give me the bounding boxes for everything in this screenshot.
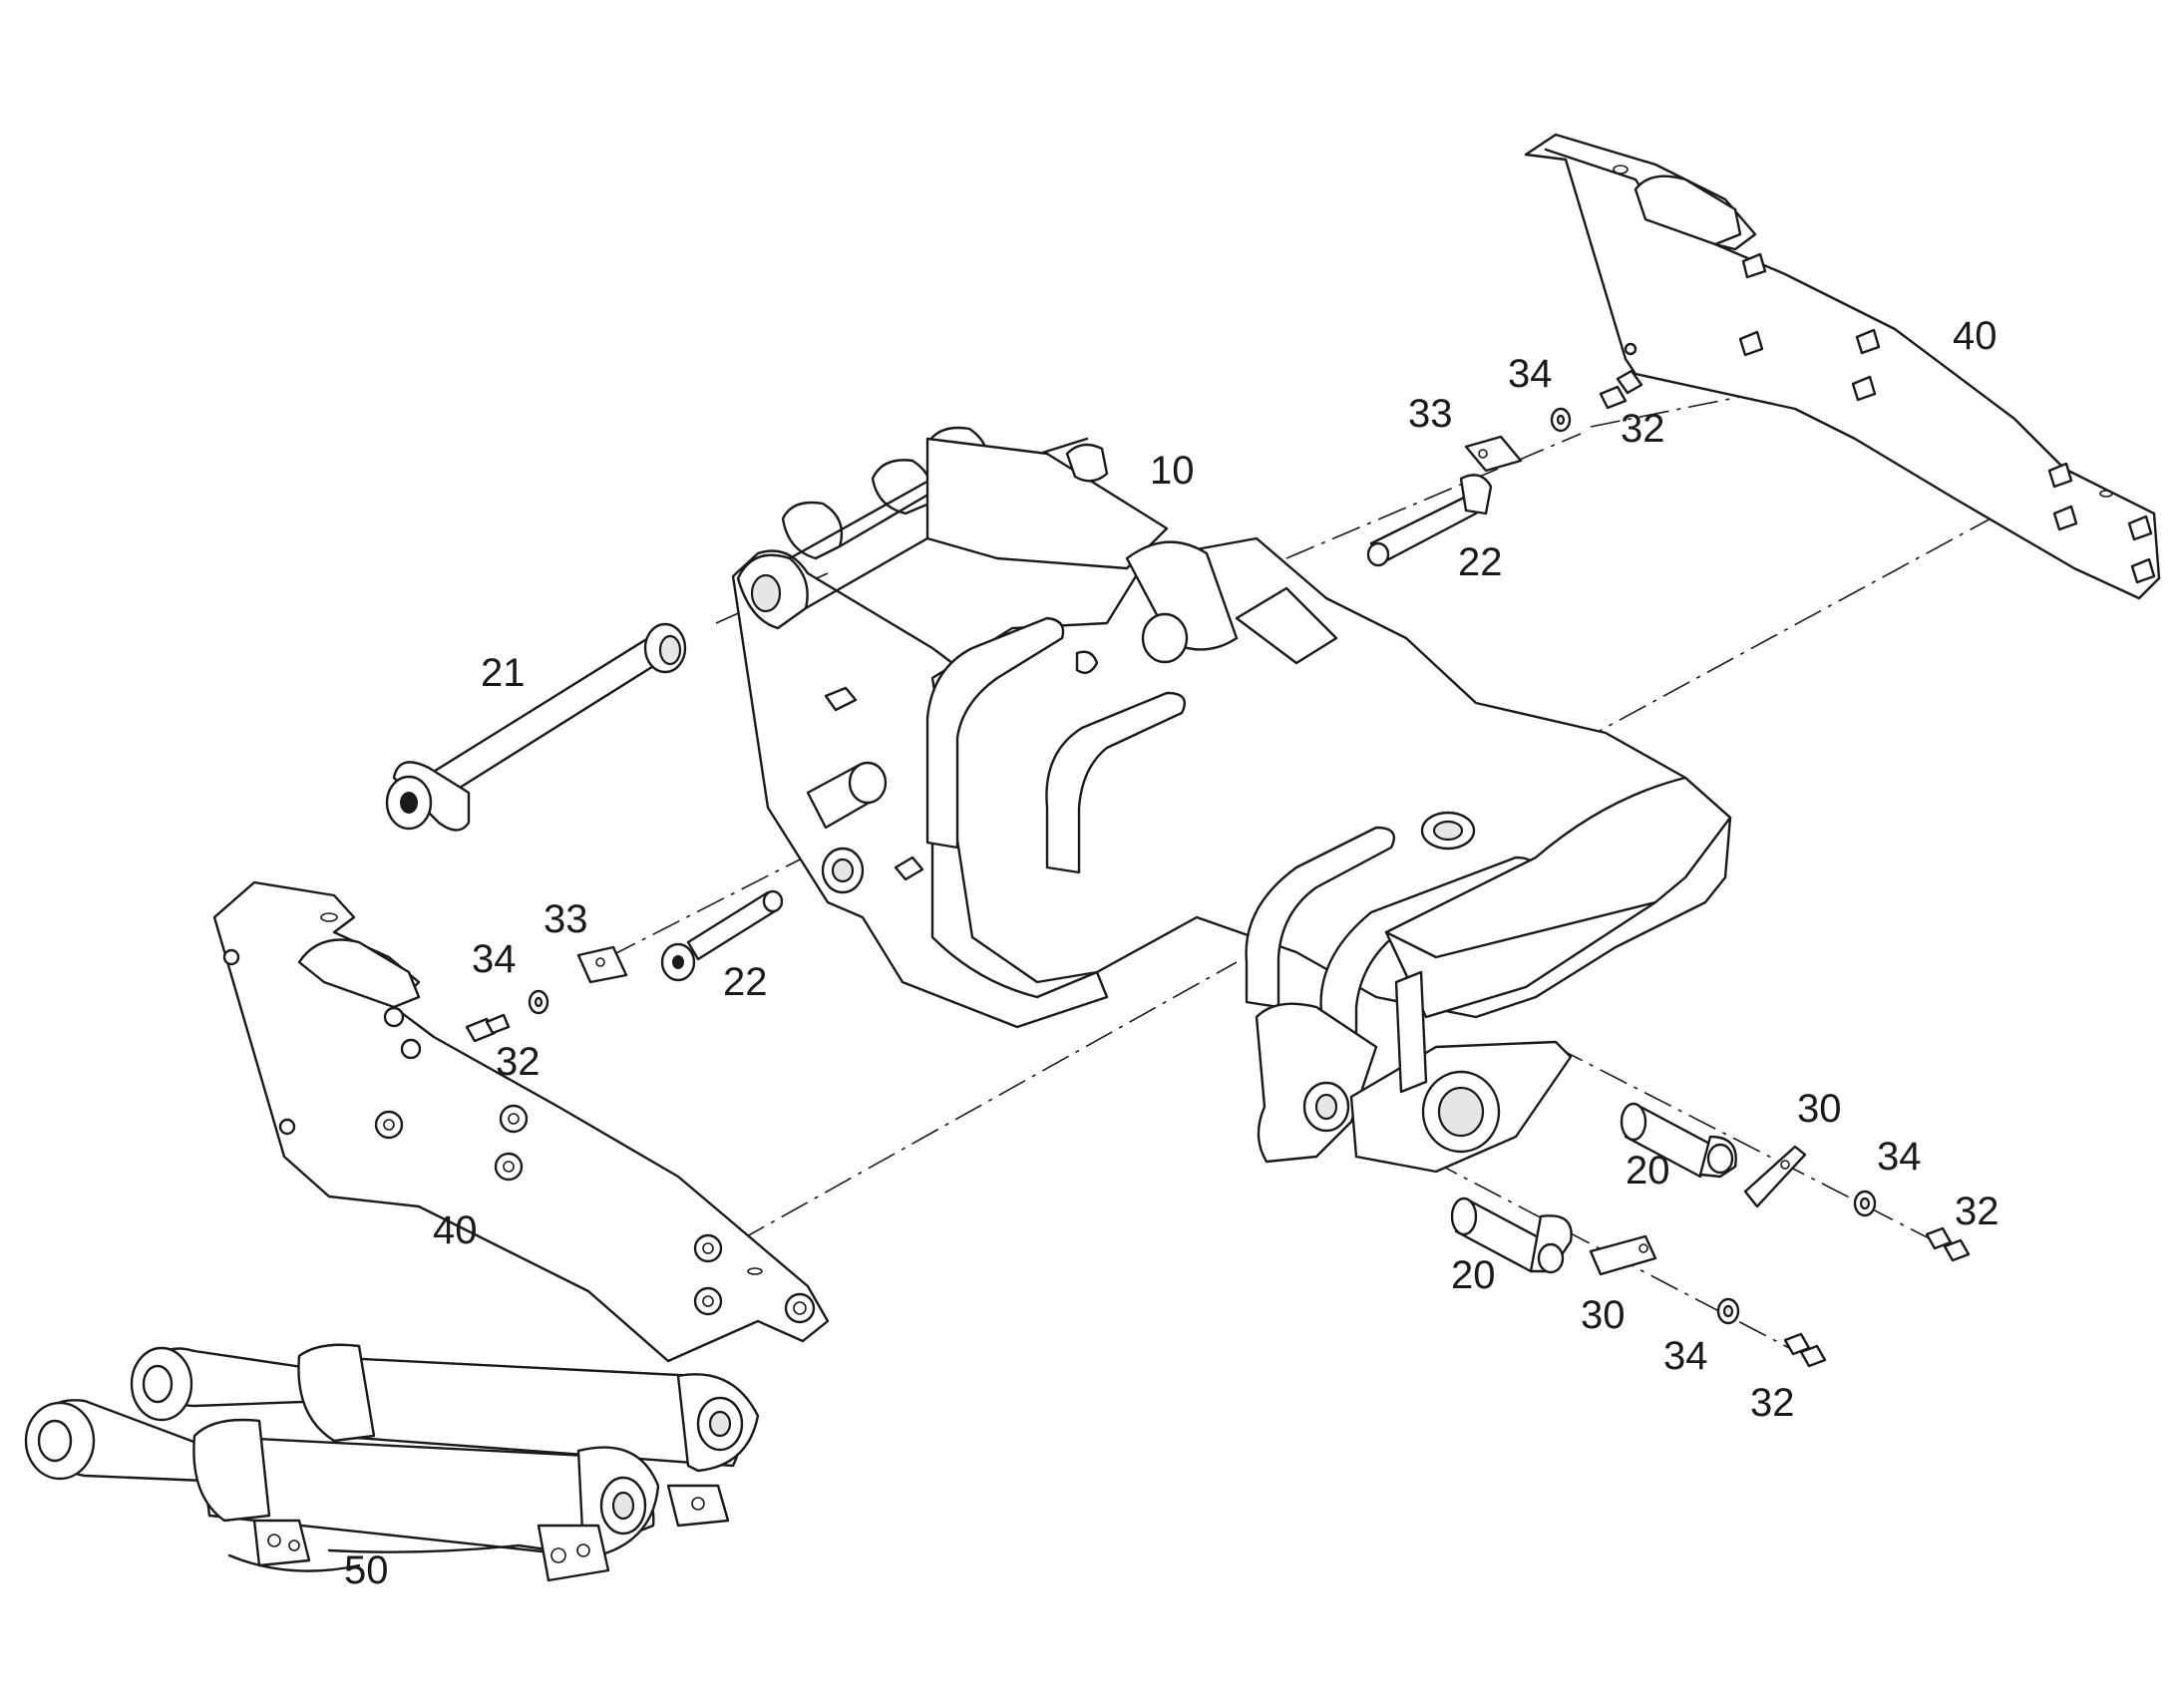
callout-bolt-right-lower: 32 (1750, 1381, 1795, 1425)
cylinder-assembly (24, 1343, 760, 1582)
callout-labels: 10 21 22 22 33 33 34 34 32 32 40 40 20 2… (344, 314, 1999, 1592)
bolt-left (465, 1013, 511, 1043)
pin-long (385, 622, 687, 832)
plate-top (1464, 435, 1523, 473)
washer-right-upper (1853, 1190, 1877, 1217)
callout-pin-long: 21 (481, 651, 526, 695)
washer-left (528, 989, 549, 1015)
bolt-top (1599, 369, 1643, 410)
callout-main-beam: 10 (1150, 449, 1195, 493)
callout-plate-left: 33 (544, 897, 588, 941)
callout-cylinders: 50 (344, 1548, 389, 1592)
washer-top (1550, 407, 1572, 433)
plate-right-lower (1589, 1234, 1657, 1276)
bracket-top-right (1524, 133, 2161, 600)
pin-left-mid (660, 889, 784, 982)
bushing (806, 761, 888, 894)
callout-bracket-top-right: 40 (1953, 314, 1998, 358)
bracket-bottom-left (212, 880, 830, 1363)
assembly-axes (607, 393, 2065, 1352)
pin-right-upper (1620, 1102, 1737, 1179)
callout-washer-right-upper: 34 (1877, 1135, 1922, 1179)
callout-pin-right-lower: 20 (1451, 1253, 1496, 1297)
pin-right-lower (1450, 1196, 1573, 1274)
callout-bracket-bottom-left: 40 (433, 1208, 478, 1252)
callout-bolt-left: 32 (496, 1040, 541, 1084)
callout-pin-top: 22 (1458, 540, 1503, 584)
callout-plate-top: 33 (1408, 392, 1453, 436)
plate-left (576, 945, 628, 984)
callout-washer-right-lower: 34 (1663, 1334, 1708, 1378)
callout-bolt-top: 32 (1621, 407, 1665, 451)
callout-pin-left-mid: 22 (723, 960, 768, 1004)
main-beam (731, 426, 1732, 1174)
plate-right-upper (1743, 1145, 1807, 1208)
callout-washer-left: 34 (472, 937, 517, 981)
bolt-right-lower (1783, 1332, 1827, 1368)
callout-plate-right-lower: 30 (1581, 1293, 1626, 1337)
callout-washer-top: 34 (1508, 352, 1553, 396)
callout-plate-right-upper: 30 (1797, 1087, 1842, 1131)
callout-pin-right-upper: 20 (1626, 1149, 1670, 1193)
bolt-right-upper (1925, 1226, 1971, 1262)
callout-bolt-right-upper: 32 (1955, 1190, 1999, 1233)
washer-right-lower (1716, 1297, 1740, 1325)
pin-top (1366, 474, 1493, 567)
